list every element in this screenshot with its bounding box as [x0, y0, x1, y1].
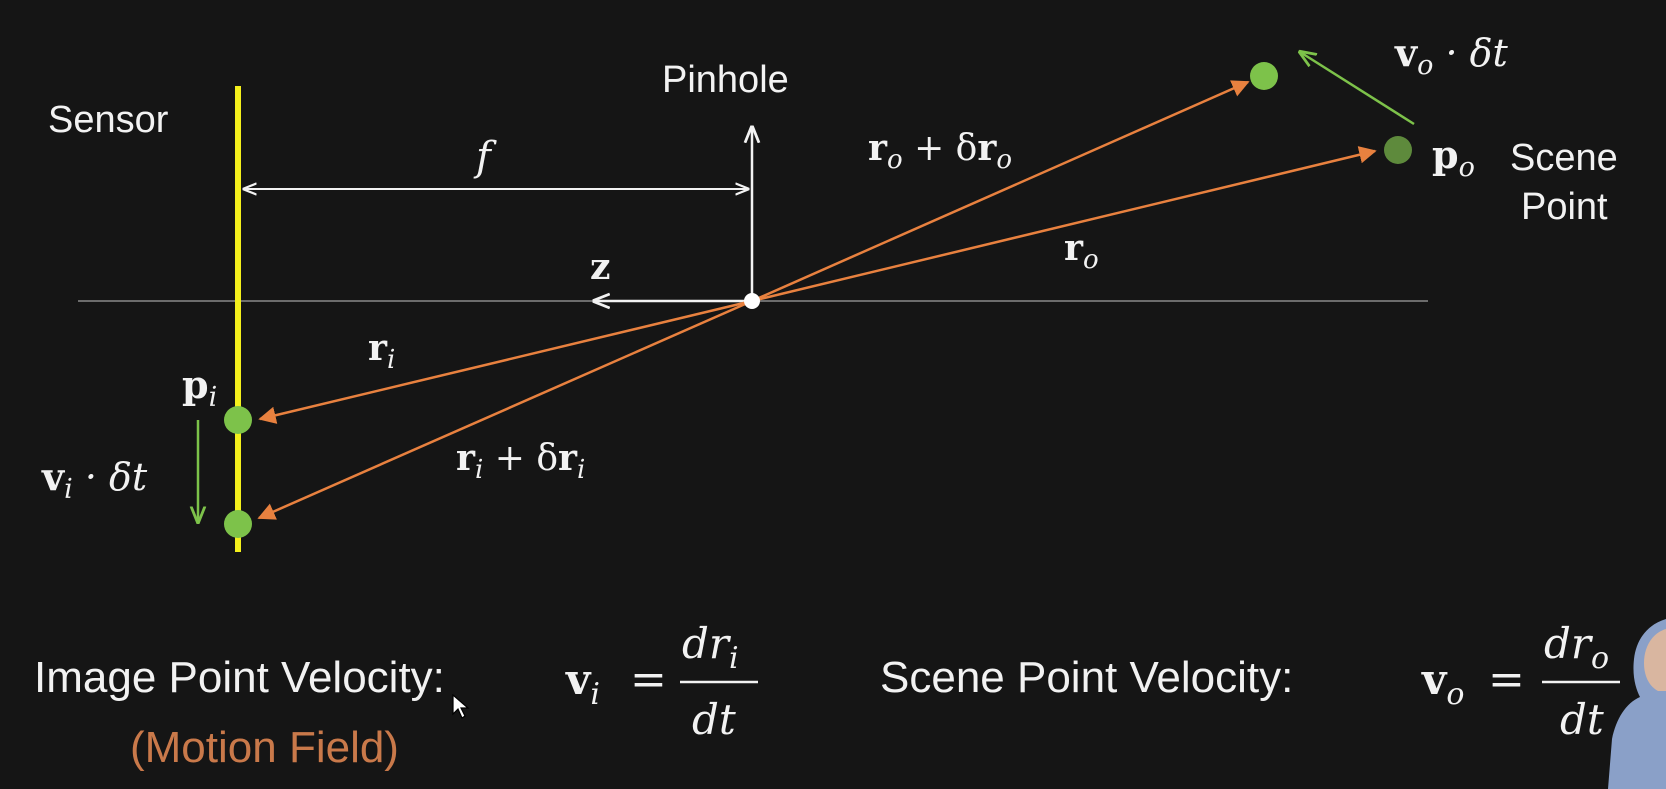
label-v-i-dt: vi · δt: [41, 454, 148, 505]
z-axis-label: z: [590, 246, 610, 288]
mouse-cursor-icon: [452, 694, 470, 719]
ray-r-o-delta: [751, 80, 1250, 303]
image-velocity-lhs: vi: [565, 655, 600, 712]
ray-r-o: [751, 146, 1377, 303]
scene-velocity-numerator: dro: [1544, 619, 1609, 676]
image-velocity-denominator: dt: [692, 695, 736, 744]
image-velocity-equals: =: [630, 654, 667, 705]
scene-velocity-lhs: vo: [1421, 655, 1464, 712]
scene-point-label-2: Point: [1521, 186, 1608, 228]
label-r-i: ri: [368, 327, 395, 375]
sensor-label: Sensor: [48, 99, 169, 141]
scene-velocity-arrow: [1300, 52, 1415, 126]
ray-r-i-delta: [257, 299, 753, 520]
label-r-o-delta: ro + δro: [868, 127, 1012, 175]
image-point-new: [224, 510, 252, 538]
presenter-figure: [1608, 619, 1666, 789]
image-velocity-label: Image Point Velocity:: [34, 653, 445, 702]
scene-velocity-denominator: dt: [1560, 695, 1604, 744]
scene-point-new: [1250, 62, 1278, 90]
label-r-i-delta: ri + δri: [456, 437, 585, 485]
pinhole-label: Pinhole: [662, 59, 789, 101]
image-velocity-numerator: dri: [682, 619, 739, 676]
focal-length-label: f: [473, 134, 497, 180]
label-p-i: pi: [182, 362, 217, 413]
label-r-o: ro: [1064, 227, 1099, 275]
image-point-pi: [224, 406, 252, 434]
label-p-o: po: [1432, 132, 1475, 183]
motion-field-label: (Motion Field): [130, 723, 399, 772]
pinhole-dot: [744, 293, 760, 309]
label-v-o-dt: vo · δt: [1394, 30, 1508, 81]
scene-velocity-label: Scene Point Velocity:: [880, 653, 1293, 702]
scene-velocity-equals: =: [1488, 654, 1525, 705]
ray-r-i: [258, 299, 753, 424]
scene-point-po: [1384, 136, 1412, 164]
scene-point-label-1: Scene: [1510, 137, 1618, 179]
